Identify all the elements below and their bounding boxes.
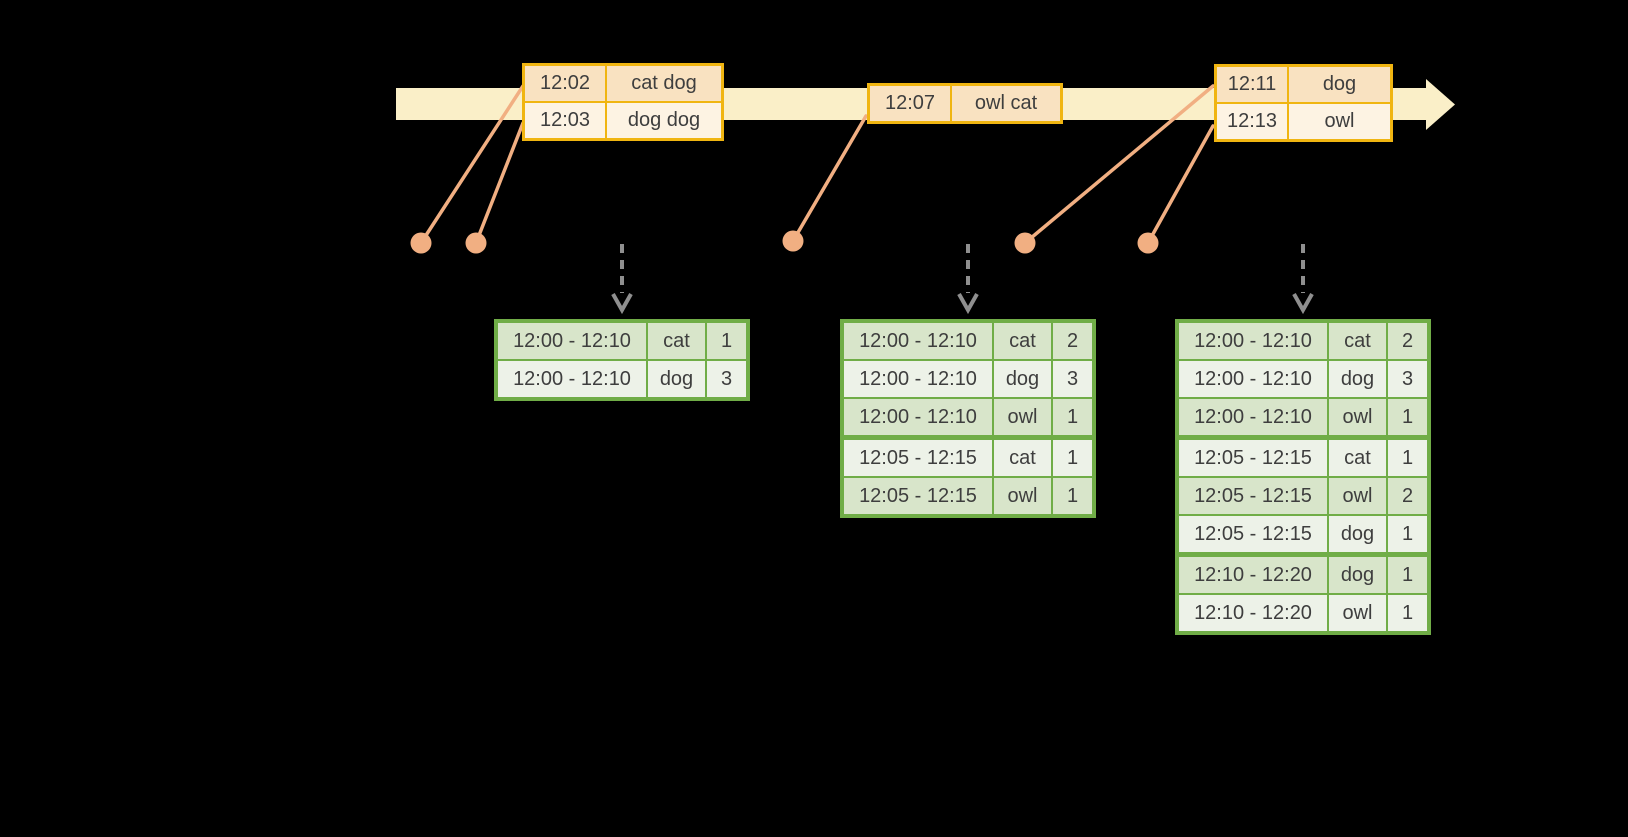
event-dot	[782, 230, 804, 252]
event-mapping-lines	[419, 84, 1215, 245]
event-line	[1023, 84, 1215, 245]
window-cell: 12:00 - 12:10	[844, 361, 992, 397]
window-cell: 12:00 - 12:10	[844, 399, 992, 435]
word-cell: dog	[648, 361, 705, 397]
window-cell: 12:05 - 12:15	[844, 440, 992, 476]
window-cell: 12:00 - 12:10	[498, 323, 646, 359]
word-cell: dog	[1329, 557, 1386, 593]
word-cell: owl	[1329, 478, 1386, 514]
words-cell: dog dog	[607, 103, 721, 138]
word-cell: cat	[994, 440, 1051, 476]
window-cell: 12:00 - 12:10	[1179, 323, 1327, 359]
event-dots	[410, 230, 1159, 254]
count-cell: 3	[1053, 361, 1092, 397]
count-cell: 1	[1388, 516, 1427, 552]
window-cell: 12:10 - 12:20	[1179, 595, 1327, 631]
count-cell: 1	[707, 323, 746, 359]
event-dot	[410, 232, 432, 254]
window-cell: 12:00 - 12:10	[1179, 399, 1327, 435]
count-cell: 1	[1053, 399, 1092, 435]
words-cell: owl cat	[952, 86, 1060, 121]
count-cell: 1	[1388, 399, 1427, 435]
count-cell: 1	[1388, 557, 1427, 593]
window-cell: 12:05 - 12:15	[1179, 516, 1327, 552]
trigger-arrow-icon	[957, 293, 979, 315]
word-cell: dog	[1329, 361, 1386, 397]
trigger-arrow-icon	[611, 293, 633, 315]
word-cell: cat	[648, 323, 705, 359]
word-cell: owl	[994, 399, 1051, 435]
window-cell: 12:00 - 12:10	[844, 323, 992, 359]
time-cell: 12:02	[525, 66, 605, 101]
window-cell: 12:05 - 12:15	[1179, 440, 1327, 476]
event-dot	[465, 232, 487, 254]
words-cell: dog	[1289, 67, 1390, 102]
trigger-arrows	[611, 244, 1314, 315]
window-cell: 12:05 - 12:15	[844, 478, 992, 514]
window-cell: 12:00 - 12:10	[1179, 361, 1327, 397]
event-line	[474, 121, 525, 245]
words-cell: cat dog	[607, 66, 721, 101]
count-cell: 2	[1053, 323, 1092, 359]
count-cell: 3	[707, 361, 746, 397]
word-cell: owl	[1329, 399, 1386, 435]
window-cell: 12:10 - 12:20	[1179, 557, 1327, 593]
event-dot	[1014, 232, 1036, 254]
time-cell: 12:13	[1217, 104, 1287, 139]
time-cell: 12:11	[1217, 67, 1287, 102]
word-cell: owl	[994, 478, 1051, 514]
word-cell: dog	[994, 361, 1051, 397]
count-cell: 2	[1388, 323, 1427, 359]
word-cell: cat	[1329, 440, 1386, 476]
count-cell: 1	[1388, 440, 1427, 476]
count-cell: 1	[1053, 478, 1092, 514]
word-cell: cat	[994, 323, 1051, 359]
words-cell: owl	[1289, 104, 1390, 139]
event-line	[1146, 124, 1215, 245]
count-cell: 3	[1388, 361, 1427, 397]
window-cell: 12:00 - 12:10	[498, 361, 646, 397]
word-cell: owl	[1329, 595, 1386, 631]
count-cell: 1	[1053, 440, 1092, 476]
word-cell: cat	[1329, 323, 1386, 359]
window-cell: 12:05 - 12:15	[1179, 478, 1327, 514]
trigger-arrow-icon	[1292, 293, 1314, 315]
event-line	[419, 84, 525, 245]
count-cell: 1	[1388, 595, 1427, 631]
event-line	[791, 114, 868, 243]
time-cell: 12:07	[870, 86, 950, 121]
time-cell: 12:03	[525, 103, 605, 138]
timeline-arrow-icon	[1426, 79, 1455, 130]
word-cell: dog	[1329, 516, 1386, 552]
event-dot	[1137, 232, 1159, 254]
count-cell: 2	[1388, 478, 1427, 514]
